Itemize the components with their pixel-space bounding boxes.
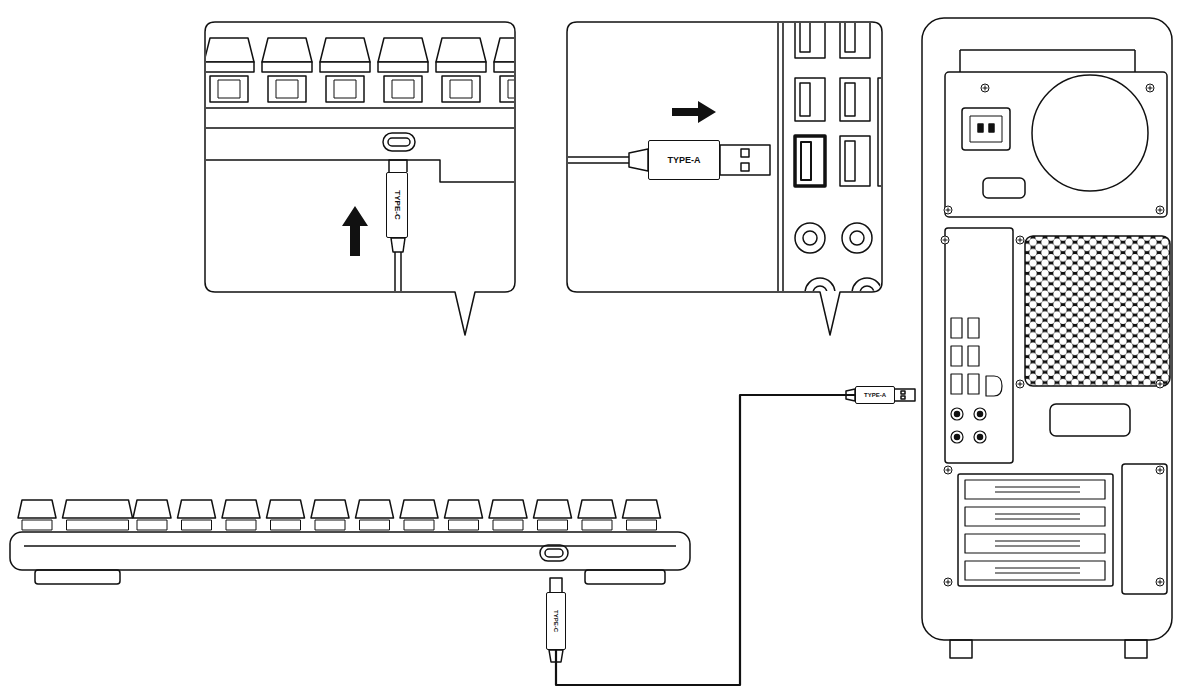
type-a-plug: TYPE-A [855,386,895,404]
connector-label: TYPE-C [553,610,559,632]
type-c-plug: TYPE-C [386,172,408,238]
keycaps [18,500,661,530]
callout-frame [205,22,515,335]
keycaps [206,38,514,102]
callout-frame [567,22,882,335]
connector-label: TYPE-A [864,392,886,398]
io-ports [951,318,1105,580]
type-c-plug: TYPE-C [546,592,566,650]
keyboard [10,389,915,662]
type-a-plug: TYPE-A [648,140,720,180]
cable [556,395,855,685]
pc-tower [922,18,1172,658]
connector-label: TYPE-C [393,190,401,219]
insert-arrow [672,101,716,123]
pc-io-closeup [568,23,881,291]
insert-arrow [342,206,368,256]
keyboard-closeup [206,108,514,291]
connector-label: TYPE-A [667,156,700,165]
screws [941,84,1164,586]
